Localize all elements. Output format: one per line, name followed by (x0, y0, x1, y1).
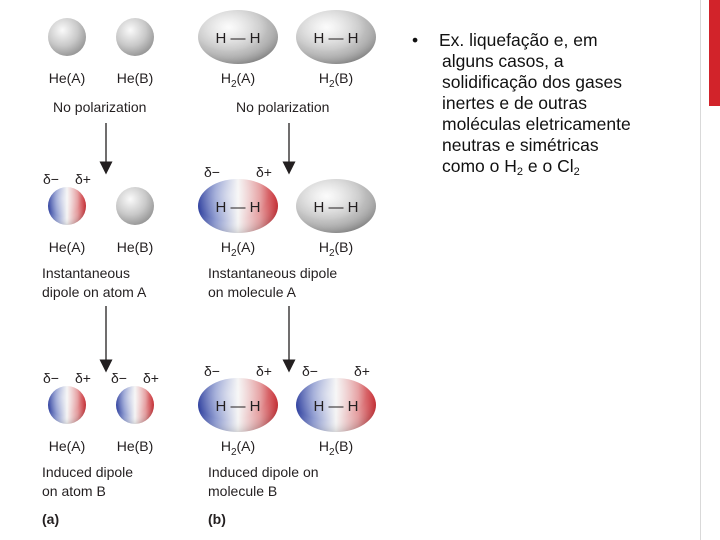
delta-plus-label: δ+ (75, 370, 91, 386)
particle-label: He(B) (117, 70, 154, 86)
accent-bar (709, 0, 720, 106)
particle-label: He(B) (117, 239, 154, 255)
caption-line: molecule B (208, 483, 277, 499)
delta-plus-label: δ+ (75, 171, 91, 187)
caption-line: on molecule A (208, 284, 297, 300)
he-atom-shading (48, 187, 86, 225)
bullet-dot: • (412, 30, 418, 51)
delta-plus-label: δ+ (256, 363, 272, 379)
caption-line: on atom B (42, 483, 106, 499)
delta-minus-label: δ− (43, 370, 59, 386)
caption-line: dipole on atom A (42, 284, 147, 300)
h-h-bond-label: H — H (314, 398, 359, 415)
caption-line: Induced dipole on (208, 464, 319, 480)
delta-minus-label: δ− (43, 171, 59, 187)
caption-line: Instantaneous dipole (208, 265, 337, 281)
bullet-line: alguns casos, a (442, 51, 697, 72)
delta-minus-label: δ− (204, 164, 220, 180)
caption-line: No polarization (236, 99, 329, 115)
h-h-bond-label: H — H (314, 199, 359, 216)
particle-label: H2(B) (319, 239, 353, 259)
slide-divider (700, 0, 701, 540)
he-atom-shading (48, 386, 86, 424)
bullet-line: Ex. liquefação e, em (439, 30, 697, 51)
panel-label-a: (a) (42, 511, 59, 527)
bullet-text: Ex. liquefação e, em alguns casos, a sol… (442, 30, 697, 177)
he-atom-neutral (116, 187, 154, 225)
delta-plus-label: δ+ (354, 363, 370, 379)
delta-minus-label: δ− (204, 363, 220, 379)
particle-label: He(A) (49, 70, 86, 86)
h-h-bond-label: H — H (216, 30, 261, 47)
polarization-figure: He(A) He(B) No polarization δ− δ+ He(A) He(B) I… (0, 0, 400, 540)
delta-minus-label: δ− (302, 363, 318, 379)
particle-label: He(A) (49, 438, 86, 454)
particle-label: H2(A) (221, 70, 255, 90)
particle-label: H2(A) (221, 438, 255, 458)
particle-label: H2(B) (319, 70, 353, 90)
bullet-line: inertes e de outras (442, 93, 697, 114)
particle-label: H2(B) (319, 438, 353, 458)
bullet-line-last: como o H2 e o Cl2 (442, 156, 697, 177)
he-atom-shading (116, 386, 154, 424)
delta-plus-label: δ+ (256, 164, 272, 180)
particle-label: He(B) (117, 438, 154, 454)
caption-line: Induced dipole (42, 464, 133, 480)
h-h-bond-label: H — H (216, 199, 261, 216)
particle-label: He(A) (49, 239, 86, 255)
delta-plus-label: δ+ (143, 370, 159, 386)
h-h-bond-label: H — H (216, 398, 261, 415)
bullet-line: moléculas eletricamente (442, 114, 697, 135)
particle-label: H2(A) (221, 239, 255, 259)
caption-line: No polarization (53, 99, 146, 115)
he-atom-neutral (116, 18, 154, 56)
panel-label-b: (b) (208, 511, 226, 527)
caption-line: Instantaneous (42, 265, 130, 281)
delta-minus-label: δ− (111, 370, 127, 386)
bullet-line: neutras e simétricas (442, 135, 697, 156)
bullet-line: solidificação dos gases (442, 72, 697, 93)
he-atom-neutral (48, 18, 86, 56)
h-h-bond-label: H — H (314, 30, 359, 47)
